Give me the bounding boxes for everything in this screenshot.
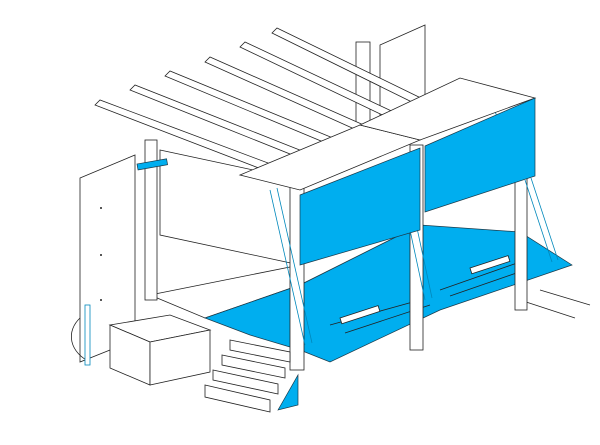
column <box>514 169 528 311</box>
column <box>144 139 158 301</box>
left-post-accent <box>84 304 91 366</box>
column <box>355 41 371 128</box>
stairs <box>204 339 299 413</box>
rafters <box>94 27 426 183</box>
fascia-panel-left <box>299 147 421 266</box>
fascia-panel-right <box>424 97 536 213</box>
